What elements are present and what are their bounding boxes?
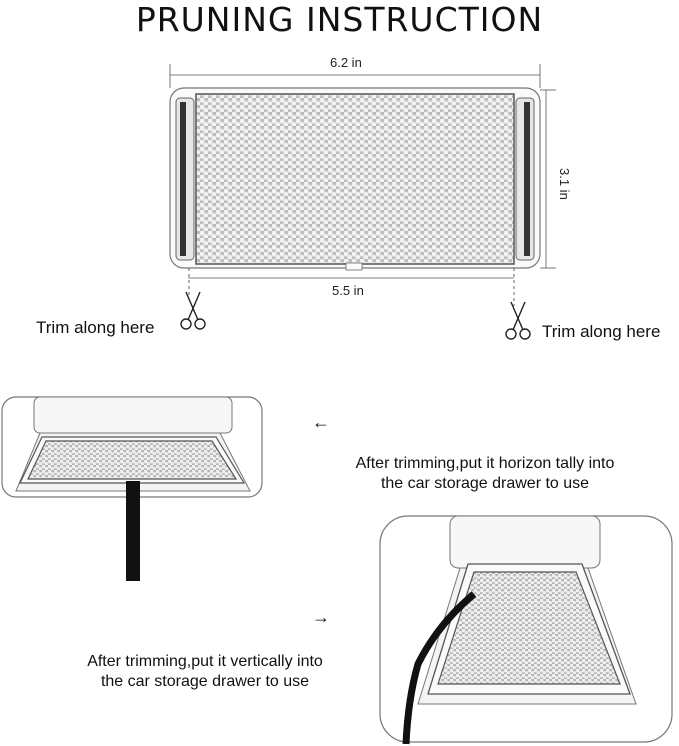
scissors-icon	[505, 301, 531, 340]
page-title: PRUNING INSTRUCTION	[135, 0, 544, 39]
trim-label-right: Trim along here	[542, 322, 661, 341]
top-dimension-line	[169, 64, 541, 88]
drawer-vertical-illustration	[379, 515, 673, 745]
height-dimension-line	[540, 89, 556, 269]
arrow-right-icon: →	[312, 607, 330, 627]
mat-diagram	[169, 64, 556, 306]
caption-vertical-line2: the car storage drawer to use	[100, 673, 310, 690]
caption-horizontal-line2: the car storage drawer to use	[380, 475, 590, 492]
height-label: 3.1 in	[557, 168, 572, 200]
bottom-width-label: 5.5 in	[332, 283, 364, 298]
caption-vertical: After trimming,put it vertically into th…	[40, 652, 370, 692]
trim-label-left: Trim along here	[36, 318, 155, 337]
drawer-horizontal-illustration	[1, 396, 263, 581]
caption-horizontal-line1: After trimming,put it horizon tally into	[355, 455, 615, 472]
caption-horizontal: After trimming,put it horizon tally into…	[300, 454, 670, 494]
arrow-left-icon: ←	[312, 412, 330, 432]
scissors-icon	[180, 291, 206, 330]
mat-inner-honeycomb	[195, 93, 515, 265]
top-width-label: 6.2 in	[330, 55, 362, 70]
caption-vertical-line1: After trimming,put it vertically into	[87, 653, 323, 670]
